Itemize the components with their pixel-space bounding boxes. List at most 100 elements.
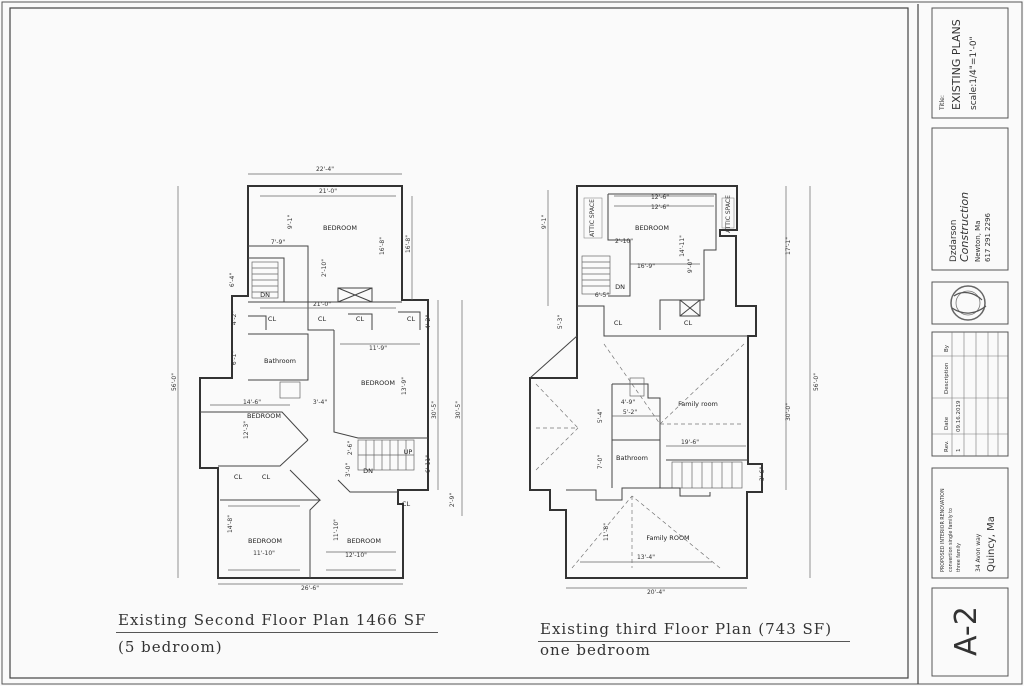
dimension-label: 4'-9": [621, 399, 635, 406]
third-floor-plan: ATTIC SPACE ATTIC SPACE BEDROOM Family r…: [529, 185, 820, 596]
dimension-label: 7'-0": [597, 455, 604, 469]
dimension-label: 4'-2": [231, 311, 238, 325]
dimension-label: 2'-10": [321, 259, 328, 277]
dimension-label: 11'-9": [369, 345, 387, 352]
dimension-label: 12'-3": [243, 421, 250, 439]
company-phone: 617 291 2296: [984, 212, 992, 262]
closet-label: CL: [268, 315, 277, 323]
dimension-label: 5'-4": [597, 409, 604, 423]
room-bathroom: Bathroom: [616, 454, 648, 462]
dimension-label: 30'-5": [431, 401, 438, 419]
company-subtitle: Construction: [958, 192, 971, 262]
dimension-label: 6'-5": [595, 292, 609, 299]
dimension-label: 16'-9": [637, 263, 655, 270]
closet-label: CL: [234, 473, 243, 481]
dimension-label: 21'-0": [319, 188, 337, 195]
stair-down-label: DN: [363, 467, 373, 475]
rev-date: 09.16.2019: [956, 400, 962, 432]
room-bedroom: BEDROOM: [635, 224, 669, 232]
dimension-label: 26'-6": [301, 585, 319, 592]
company-name: Dzdarson: [949, 220, 959, 262]
closet-label: CL: [262, 473, 271, 481]
dimension-label: 3'-0": [345, 463, 352, 477]
sheet-title: EXISTING PLANS: [950, 19, 963, 110]
attic-space-label: ATTIC SPACE: [725, 195, 732, 233]
caption-underline: [538, 641, 850, 642]
dimension-label: 2'-9": [449, 493, 456, 507]
third-floor-title: Existing third Floor Plan (743 SF): [540, 620, 833, 638]
dimension-label: 14'-11": [679, 235, 686, 257]
closet-label: CL: [356, 315, 365, 323]
title-block: Title: EXISTING PLANS scale:1/4"=1'-0" D…: [931, 7, 1009, 677]
rev-header: Rev.: [944, 440, 950, 452]
dimension-label: 5'-2": [623, 409, 637, 416]
dimension-label: 11'-10": [333, 519, 340, 541]
dimension-label: 9'-0": [687, 259, 694, 273]
dimension-label: 30'-0": [785, 403, 792, 421]
dimension-label: 12'-6": [651, 204, 669, 211]
closet-label: CL: [684, 319, 693, 327]
dimension-label: 2'-10": [615, 238, 633, 245]
attic-space-label: ATTIC SPACE: [589, 199, 596, 237]
stair-down-label: DN: [260, 291, 270, 299]
dimension-label: 9'-1": [541, 215, 548, 229]
room-bedroom-left: BEDROOM: [247, 412, 281, 420]
room-bedroom-bottom-right: BEDROOM: [347, 537, 381, 545]
project-description: convertion single family to: [948, 508, 954, 572]
dimension-label: 30'-5": [455, 401, 462, 419]
project-description: PROPOSED INTERIOR RENOVATION: [940, 488, 946, 572]
dimension-label: 9'-1": [287, 215, 294, 229]
dimension-label: 14'-8": [227, 515, 234, 533]
dimension-label: 5'-3": [557, 315, 564, 329]
dimension-label: 13'-4": [637, 554, 655, 561]
dimension-label: 22'-4": [316, 166, 334, 173]
room-bathroom: Bathroom: [264, 357, 296, 365]
dimension-label: 56'-0": [813, 373, 820, 391]
dimension-label: 3'-4": [313, 399, 327, 406]
second-floor-title: Existing Second Floor Plan 1466 SF: [118, 611, 427, 629]
approval-stamp: [950, 285, 987, 321]
sheet-number: A-2: [949, 606, 984, 656]
scale-label: scale:1/4"=1'-0": [969, 36, 979, 110]
dimension-label: 17'-1": [785, 237, 792, 255]
second-floor-plan: BEDROOM BEDROOM BEDROOM BEDROOM BEDROOM …: [171, 166, 463, 592]
address-city: Quincy, Ma: [986, 516, 997, 572]
title-label: Title:: [939, 95, 946, 111]
dimension-label: 11'-8": [603, 523, 610, 541]
dimension-label: 6'-11": [425, 455, 432, 473]
dimension-label: 19'-6": [681, 439, 699, 446]
dimension-label: 12'-10": [345, 552, 367, 559]
stair-down-label: DN: [615, 283, 625, 291]
dimension-label: 7'-9": [271, 239, 285, 246]
dimension-label: 16'-8": [405, 235, 412, 253]
project-description: three family: [956, 543, 962, 572]
dimension-label: 11'-10": [253, 550, 275, 557]
dimension-label: 6'-1": [231, 351, 238, 365]
dimension-label: 12'-6": [651, 194, 669, 201]
company-city: Newton, Ma: [974, 220, 982, 262]
dimension-label: 14'-6": [243, 399, 261, 406]
closet-label: CL: [318, 315, 327, 323]
dimension-label: 21'-0": [313, 301, 331, 308]
closet-label: CL: [614, 319, 623, 327]
description-header: Description: [944, 362, 950, 394]
dimension-label: 16'-8": [379, 237, 386, 255]
room-bedroom-top: BEDROOM: [323, 224, 357, 232]
dimension-label: 20'-4": [647, 589, 665, 596]
room-family-room-upper: Family room: [678, 400, 718, 408]
dimension-label: 4'-2": [425, 315, 432, 329]
dimension-label: 3'-6": [759, 467, 766, 481]
caption-underline: [116, 632, 438, 633]
dimension-label: 13'-9": [401, 377, 408, 395]
dimension-label: 6'-4": [229, 273, 236, 287]
dimension-label: 56'-0": [171, 373, 178, 391]
room-bedroom-bottom-left: BEDROOM: [248, 537, 282, 545]
third-floor-subtitle: one bedroom: [540, 641, 651, 659]
rev-number: 1: [956, 449, 962, 453]
room-family-room-lower: Family ROOM: [646, 534, 689, 542]
stair-up-label: UP: [404, 448, 413, 456]
dimension-label: 2'-6": [347, 441, 354, 455]
closet-label: CL: [402, 500, 411, 508]
closet-label: CL: [407, 315, 416, 323]
